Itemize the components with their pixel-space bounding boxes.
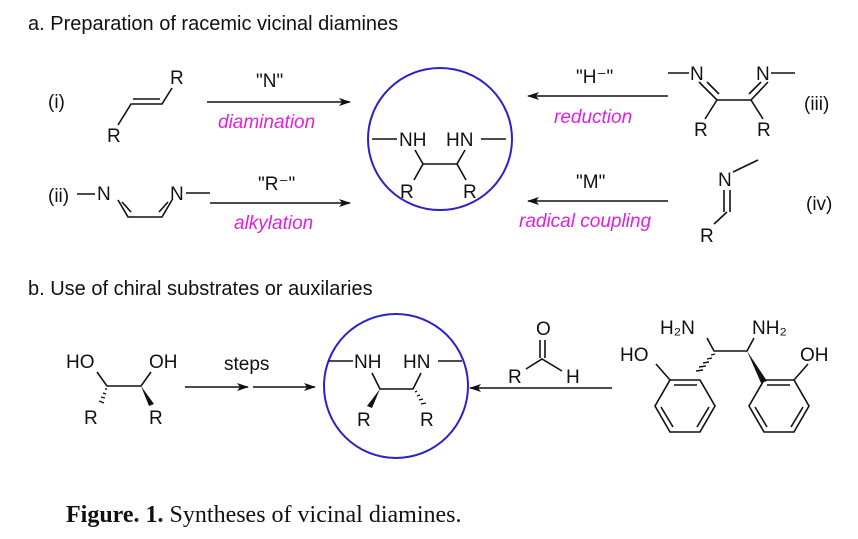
condition-label: diamination — [218, 112, 315, 133]
condition-label: radical coupling — [519, 211, 651, 232]
atom-n: N — [690, 64, 704, 85]
highlight-circle — [367, 67, 513, 211]
route-iii: "H⁻" reduction N N R R (iii) — [527, 64, 829, 141]
atom-r: R — [420, 410, 434, 431]
route-label: (iii) — [804, 94, 829, 115]
atom-n: N — [97, 184, 111, 205]
atom-ho: HO — [620, 345, 649, 366]
atom-r: R — [107, 126, 121, 147]
atom-r: R — [400, 182, 414, 203]
atom-n: N — [756, 64, 770, 85]
atom-r: R — [170, 68, 184, 89]
atom-h: H — [566, 367, 580, 388]
reagent-label: "H⁻" — [576, 67, 613, 88]
route-iv: "M" radical coupling N R (iv) — [519, 159, 832, 247]
atom-r: R — [357, 410, 371, 431]
diimine-structure: N N — [77, 184, 210, 218]
atom-hn: HN — [446, 130, 473, 151]
diimine-dialkyl-structure: N N R R — [668, 64, 795, 141]
atom-r: R — [700, 226, 714, 247]
figure-caption: Figure. 1. Syntheses of vicinal diamines… — [66, 502, 462, 528]
condition-label: reduction — [554, 107, 632, 128]
atom-oh: OH — [149, 352, 178, 373]
atom-r: R — [694, 120, 708, 141]
atom-nh: NH — [354, 352, 381, 373]
atom-h2n: H₂N — [660, 318, 695, 339]
route-label: (ii) — [48, 186, 69, 207]
aldehyde-structure: O R H — [508, 319, 580, 388]
route-ii: (ii) N N "R⁻" alkylation — [48, 174, 351, 234]
atom-r: R — [508, 367, 522, 388]
atom-r: R — [757, 120, 771, 141]
highlight-circle — [323, 313, 469, 459]
reagent-label: "N" — [256, 71, 283, 92]
atom-r: R — [84, 408, 98, 429]
atom-n: N — [718, 170, 732, 191]
route-i: (i) R R "N" diamination — [48, 68, 351, 147]
atom-ho: HO — [66, 352, 95, 373]
condition-label: alkylation — [234, 213, 313, 234]
atom-r: R — [149, 408, 163, 429]
atom-hn: HN — [403, 352, 430, 373]
alkene-structure: R R — [107, 68, 184, 147]
product-diamine-racemic: NH HN R R — [367, 67, 513, 211]
atom-n: N — [170, 184, 184, 205]
caption-text: Syntheses of vicinal diamines. — [164, 502, 462, 528]
reagent-label: "R⁻" — [258, 174, 295, 195]
route-label: (iv) — [806, 194, 832, 215]
atom-nh2: NH₂ — [752, 318, 787, 339]
route-label: (i) — [48, 92, 65, 113]
chiral-auxiliary-structure: H₂N NH₂ HO OH — [620, 318, 829, 433]
atom-oh: OH — [800, 345, 829, 366]
imine-structure: N R — [700, 159, 759, 247]
chiral-diol-structure: HO OH R R — [66, 352, 178, 429]
atom-r: R — [463, 182, 477, 203]
product-diamine-chiral: NH HN R R — [323, 313, 469, 459]
section-b-heading: b. Use of chiral substrates or auxilarie… — [28, 278, 373, 300]
section-a-heading: a. Preparation of racemic vicinal diamin… — [28, 13, 398, 35]
steps-label: steps — [224, 354, 269, 375]
atom-o: O — [536, 319, 551, 340]
caption-label: Figure. 1. — [66, 502, 164, 528]
reagent-label: "M" — [576, 172, 605, 193]
atom-nh: NH — [399, 130, 426, 151]
